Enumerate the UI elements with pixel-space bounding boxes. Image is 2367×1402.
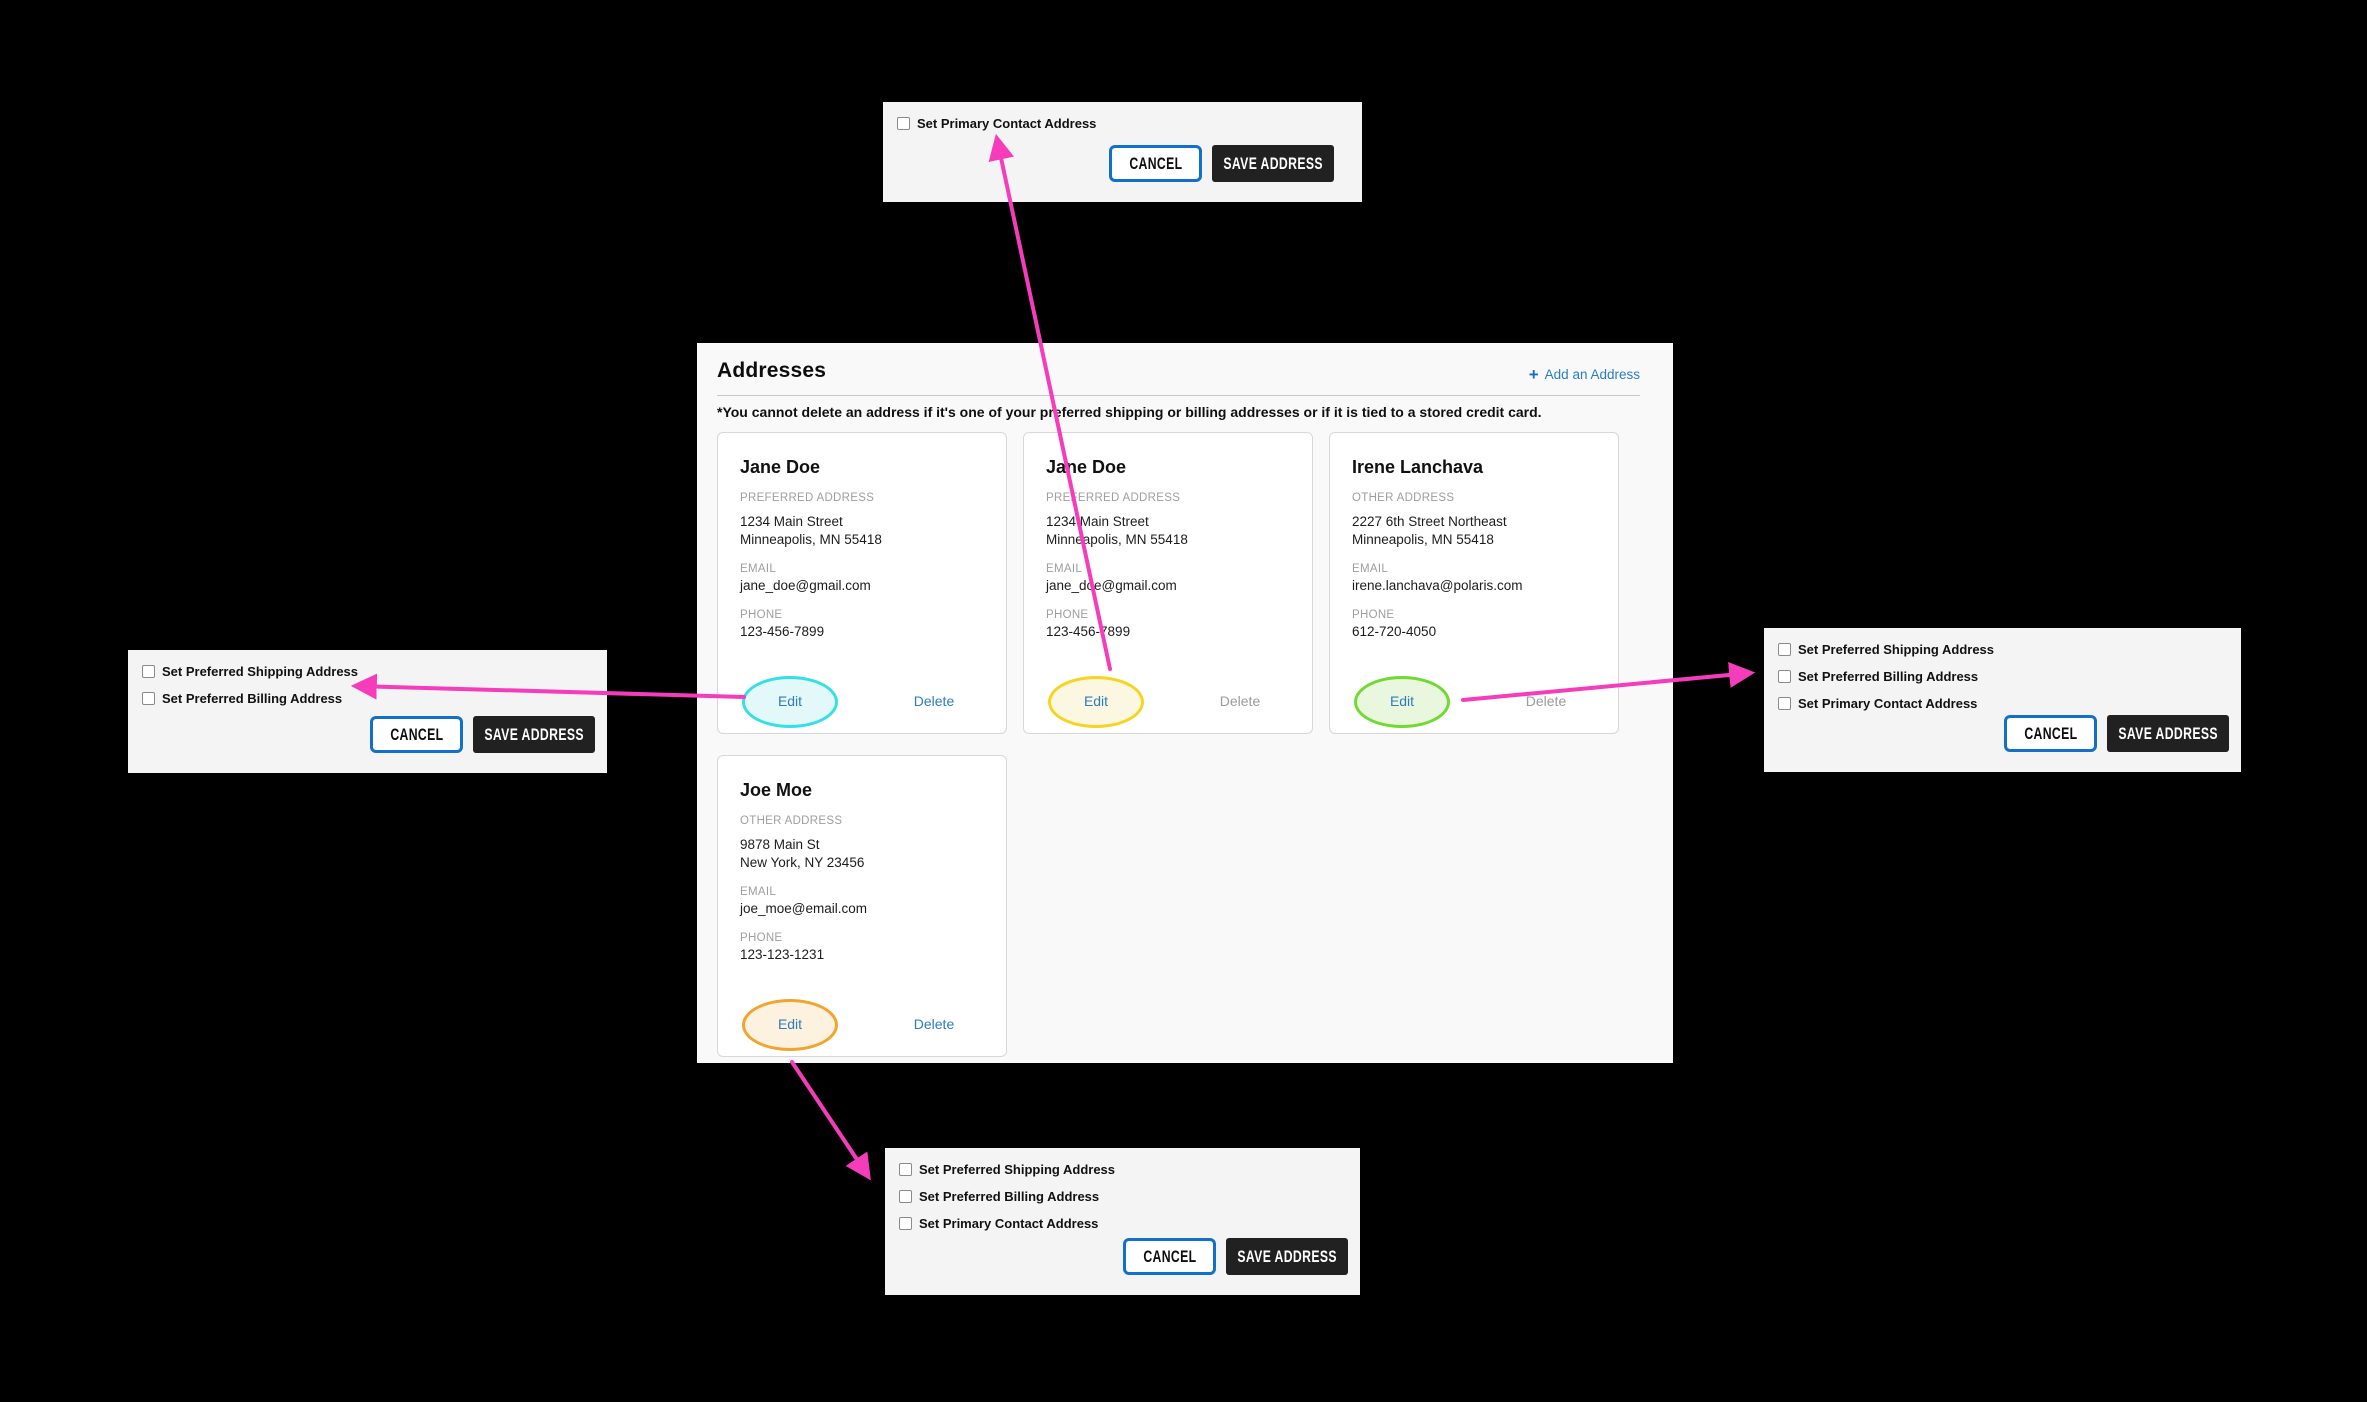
email-label: EMAIL <box>1046 563 1083 575</box>
checkbox-label: Set Preferred Billing Address <box>162 690 343 706</box>
edit-highlight-ellipse-green <box>1354 676 1450 728</box>
phone-label: PHONE <box>740 609 783 621</box>
phone-value: 123-456-7899 <box>1046 624 1131 639</box>
checkbox-label: Set Primary Contact Address <box>919 1215 1099 1231</box>
email-value: jane_doe@gmail.com <box>1046 578 1177 593</box>
edit-link[interactable]: Edit <box>777 693 803 709</box>
address-line-2: Minneapolis, MN 55418 <box>1352 532 1494 547</box>
checkbox[interactable] <box>899 1162 912 1176</box>
address-line-2: Minneapolis, MN 55418 <box>740 532 882 547</box>
card-name: Joe Moe <box>740 780 813 800</box>
delete-link[interactable]: Delete <box>1219 693 1261 709</box>
plus-icon: + <box>1528 365 1539 384</box>
add-address-label: Add an Address <box>1544 367 1640 382</box>
email-value: jane_doe@gmail.com <box>740 578 871 593</box>
phone-value: 123-123-1231 <box>740 947 825 962</box>
email-value: irene.lanchava@polaris.com <box>1352 578 1523 593</box>
checkbox[interactable] <box>897 116 910 130</box>
edit-link[interactable]: Edit <box>1083 693 1109 709</box>
cancel-button[interactable]: CANCEL <box>370 716 463 753</box>
checkbox-label: Set Preferred Billing Address <box>1798 668 1979 684</box>
cancel-button[interactable]: CANCEL <box>1109 145 1202 182</box>
save-address-button[interactable]: SAVE ADDRESS <box>2107 715 2229 752</box>
checkbox[interactable] <box>899 1189 912 1203</box>
address-line-2: Minneapolis, MN 55418 <box>1046 532 1188 547</box>
checkbox[interactable] <box>1778 696 1791 710</box>
checkbox[interactable] <box>1778 669 1791 683</box>
checkbox[interactable] <box>1778 642 1791 656</box>
edit-highlight-ellipse-yellow <box>1048 676 1144 728</box>
card-name: Irene Lanchava <box>1352 457 1484 477</box>
address-card: Jane Doe PREFERRED ADDRESS 1234 Main Str… <box>1023 432 1313 734</box>
add-address-button[interactable]: + Add an Address <box>1529 366 1640 383</box>
edit-highlight-ellipse-orange <box>742 999 838 1051</box>
checkbox[interactable] <box>142 691 155 705</box>
save-address-button[interactable]: SAVE ADDRESS <box>1212 145 1334 182</box>
phone-label: PHONE <box>740 932 783 944</box>
email-value: joe_moe@email.com <box>740 901 868 916</box>
edit-link[interactable]: Edit <box>1389 693 1415 709</box>
phone-value: 123-456-7899 <box>740 624 825 639</box>
checkbox-label: Set Primary Contact Address <box>1798 695 1978 711</box>
address-type-label: PREFERRED ADDRESS <box>1046 492 1181 504</box>
popup-shipping-billing: Set Preferred Shipping Address Set Prefe… <box>128 650 607 773</box>
phone-label: PHONE <box>1046 609 1089 621</box>
email-label: EMAIL <box>740 563 777 575</box>
checkbox-label: Set Preferred Billing Address <box>919 1188 1100 1204</box>
addresses-header: Addresses + Add an Address <box>717 359 1640 396</box>
checkbox[interactable] <box>899 1216 912 1230</box>
address-type-label: PREFERRED ADDRESS <box>740 492 875 504</box>
phone-value: 612-720-4050 <box>1352 624 1437 639</box>
page-title: Addresses <box>717 359 827 382</box>
address-line-1: 1234 Main Street <box>1046 514 1149 529</box>
delete-restriction-note: *You cannot delete an address if it's on… <box>717 404 1542 420</box>
address-line-1: 9878 Main St <box>740 837 820 852</box>
address-line-1: 2227 6th Street Northeast <box>1352 514 1507 529</box>
popup-all-options-right: Set Preferred Shipping Address Set Prefe… <box>1764 628 2241 772</box>
popup-primary-contact: Set Primary Contact Address CANCEL SAVE … <box>883 102 1362 202</box>
save-address-button[interactable]: SAVE ADDRESS <box>473 716 595 753</box>
checkbox-label: Set Preferred Shipping Address <box>919 1161 1116 1177</box>
addresses-panel: Addresses + Add an Address *You cannot d… <box>697 343 1673 1063</box>
card-name: Jane Doe <box>1046 457 1127 477</box>
address-card: Irene Lanchava OTHER ADDRESS 2227 6th St… <box>1329 432 1619 734</box>
checkbox-label: Set Preferred Shipping Address <box>1798 641 1995 657</box>
cancel-button[interactable]: CANCEL <box>2004 715 2097 752</box>
address-line-2: New York, NY 23456 <box>740 855 865 870</box>
address-line-1: 1234 Main Street <box>740 514 843 529</box>
email-label: EMAIL <box>1352 563 1389 575</box>
address-type-label: OTHER ADDRESS <box>740 815 843 827</box>
card-name: Jane Doe <box>740 457 821 477</box>
address-type-label: OTHER ADDRESS <box>1352 492 1455 504</box>
edit-link[interactable]: Edit <box>777 1016 803 1032</box>
cancel-button[interactable]: CANCEL <box>1123 1238 1216 1275</box>
email-label: EMAIL <box>740 886 777 898</box>
address-cards: Jane Doe PREFERRED ADDRESS 1234 Main Str… <box>717 432 1640 1057</box>
checkbox-label: Set Primary Contact Address <box>917 115 1097 131</box>
arrow-to-bottom-popup <box>790 1060 871 1181</box>
edit-highlight-ellipse-cyan <box>742 676 838 728</box>
checkbox-label: Set Preferred Shipping Address <box>162 663 359 679</box>
delete-link[interactable]: Delete <box>913 693 955 709</box>
address-card: Joe Moe OTHER ADDRESS 9878 Main St New Y… <box>717 755 1007 1057</box>
delete-link[interactable]: Delete <box>1525 693 1567 709</box>
address-card: Jane Doe PREFERRED ADDRESS 1234 Main Str… <box>717 432 1007 734</box>
checkbox[interactable] <box>142 664 155 678</box>
popup-all-options-bottom: Set Preferred Shipping Address Set Prefe… <box>885 1148 1360 1295</box>
save-address-button[interactable]: SAVE ADDRESS <box>1226 1238 1348 1275</box>
phone-label: PHONE <box>1352 609 1395 621</box>
delete-link[interactable]: Delete <box>913 1016 955 1032</box>
